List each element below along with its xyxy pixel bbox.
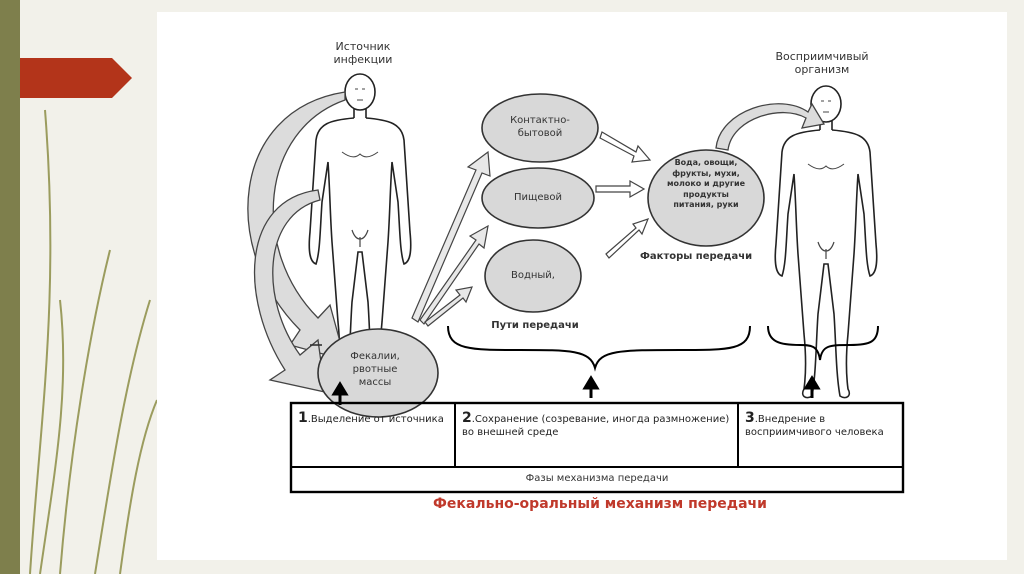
food-route-ellipse bbox=[481, 167, 595, 229]
contact-route-ellipse bbox=[481, 93, 599, 163]
left-border-strip bbox=[0, 0, 20, 574]
phase-1-cell: 1.Выделение от источника bbox=[298, 410, 448, 426]
phase-1-number: 1 bbox=[298, 410, 308, 426]
source-label: Источник инфекции bbox=[333, 40, 393, 66]
factors-caption: Факторы передачи bbox=[640, 251, 753, 262]
factors-ellipse bbox=[647, 149, 765, 247]
water-route-label: Водный, bbox=[510, 270, 555, 281]
routes-factors-brace bbox=[447, 325, 751, 372]
routes-caption: Пути передачи bbox=[491, 320, 579, 331]
curved-arrow-inner bbox=[253, 189, 326, 393]
recipient-label: Восприимчивый организм bbox=[775, 50, 869, 76]
diagram-panel bbox=[157, 12, 1007, 560]
water-route-ellipse bbox=[484, 239, 582, 313]
phases-caption: Фазы механизма передачи bbox=[525, 473, 669, 484]
diagram-title: Фекально-оральный механизм передачи bbox=[433, 496, 767, 512]
phase-3-text: .Внедрение в восприимчивого человека bbox=[745, 414, 884, 438]
route-arrows bbox=[411, 150, 491, 327]
contact-route-label: Контактно-бытовой bbox=[510, 115, 570, 139]
phase-2-number: 2 bbox=[462, 410, 472, 426]
phases-table bbox=[289, 401, 905, 494]
phase-3-number: 3 bbox=[745, 410, 755, 426]
red-arrow-tab bbox=[20, 58, 132, 98]
phase-3-cell: 3.Внедрение в восприимчивого человека bbox=[745, 410, 895, 439]
recipient-person-figure bbox=[774, 85, 878, 399]
decorative-leaves bbox=[29, 109, 158, 574]
food-route-label: Пищевой bbox=[513, 192, 563, 203]
factor-to-recipient-arrow bbox=[715, 102, 826, 151]
phase-2-text: .Сохранение (созревание, иногда размноже… bbox=[462, 414, 730, 438]
recipient-brace bbox=[767, 325, 879, 361]
factor-arrows bbox=[595, 131, 652, 259]
phase-1-text: .Выделение от источника bbox=[307, 414, 444, 425]
phase-2-cell: 2.Сохранение (созревание, иногда размнож… bbox=[462, 410, 732, 439]
factors-label: Вода, овощи, фрукты, мухи, молоко и друг… bbox=[666, 158, 746, 209]
feces-label: Фекалии, рвотные массы bbox=[350, 351, 400, 388]
